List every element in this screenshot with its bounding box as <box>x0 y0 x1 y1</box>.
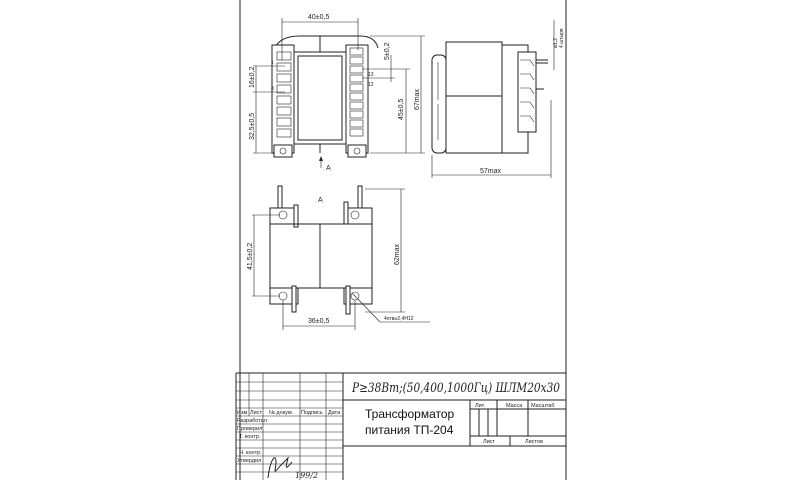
col-list: Лист <box>250 410 262 416</box>
mass-label: Масса <box>506 403 523 409</box>
col-doc: № докум. <box>269 410 294 416</box>
dim-height-max: 62max <box>394 243 401 265</box>
signature <box>267 456 293 479</box>
sheet-label: Лист <box>483 439 495 445</box>
dim-depth: 57max <box>480 168 502 175</box>
dim-left-lower: 32,5±0,5 <box>249 113 256 140</box>
title-line-2: питания ТП-204 <box>365 423 454 437</box>
row-developed: Разработал <box>237 418 267 424</box>
dim-height-max: 67max <box>414 88 421 110</box>
sheets-label: Листов <box>525 439 543 445</box>
lit-label: Лит. <box>475 403 486 409</box>
scale-label: Масштаб <box>531 403 555 409</box>
pin-label-3: 3 <box>271 86 274 92</box>
pin-count: 4 штыря <box>559 28 565 48</box>
col-date: Дата <box>328 410 341 416</box>
view-label-a: A <box>318 197 323 204</box>
row-tech-control: Т. контр. <box>239 434 261 440</box>
pin-label-12: 12 <box>368 82 374 88</box>
pin-diameter: ø1,2 <box>553 38 559 48</box>
dim-height-inner: 45±0,5 <box>398 99 405 120</box>
bottom-view: A 41,5±0,2 62max 36±0,5 4отв⌀2,4Н12 <box>247 185 430 330</box>
col-izm: Изм <box>237 410 247 416</box>
title-block: Изм Лист № докум. Подпись Дата Разработа… <box>235 372 566 480</box>
pin-label-1: 1 <box>271 60 274 66</box>
dim-pin-spacing: 5±0,2 <box>384 42 391 60</box>
view-arrow-label: A <box>326 165 331 172</box>
dim-width: 40±0,5 <box>308 14 329 21</box>
row-checked: Проверил <box>237 426 262 432</box>
row-norm-control: Н. контр. <box>239 450 262 456</box>
front-view: 40±0,5 67max 45±0,5 5±0,2 16±0,2 32,5±0,… <box>249 14 425 172</box>
side-view: ø1,2 4 штыря 57max <box>431 20 565 178</box>
dim-hole-vertical: 41,5±0,2 <box>247 243 254 270</box>
pin-label-13: 13 <box>368 72 374 78</box>
row-approved: Утвердил <box>237 458 261 464</box>
signature-note: 199/2 <box>295 471 318 480</box>
title-line-1: Трансформатор <box>365 407 455 421</box>
hole-callout: 4отв⌀2,4Н12 <box>384 316 414 322</box>
spec-handwritten: P≥38Вт;(50,400,1000Гц) ШЛМ20x30 <box>351 381 560 396</box>
col-signature: Подпись <box>301 410 323 416</box>
dim-hole-horizontal: 36±0,5 <box>308 318 329 325</box>
dim-left-upper: 16±0,2 <box>249 67 256 88</box>
